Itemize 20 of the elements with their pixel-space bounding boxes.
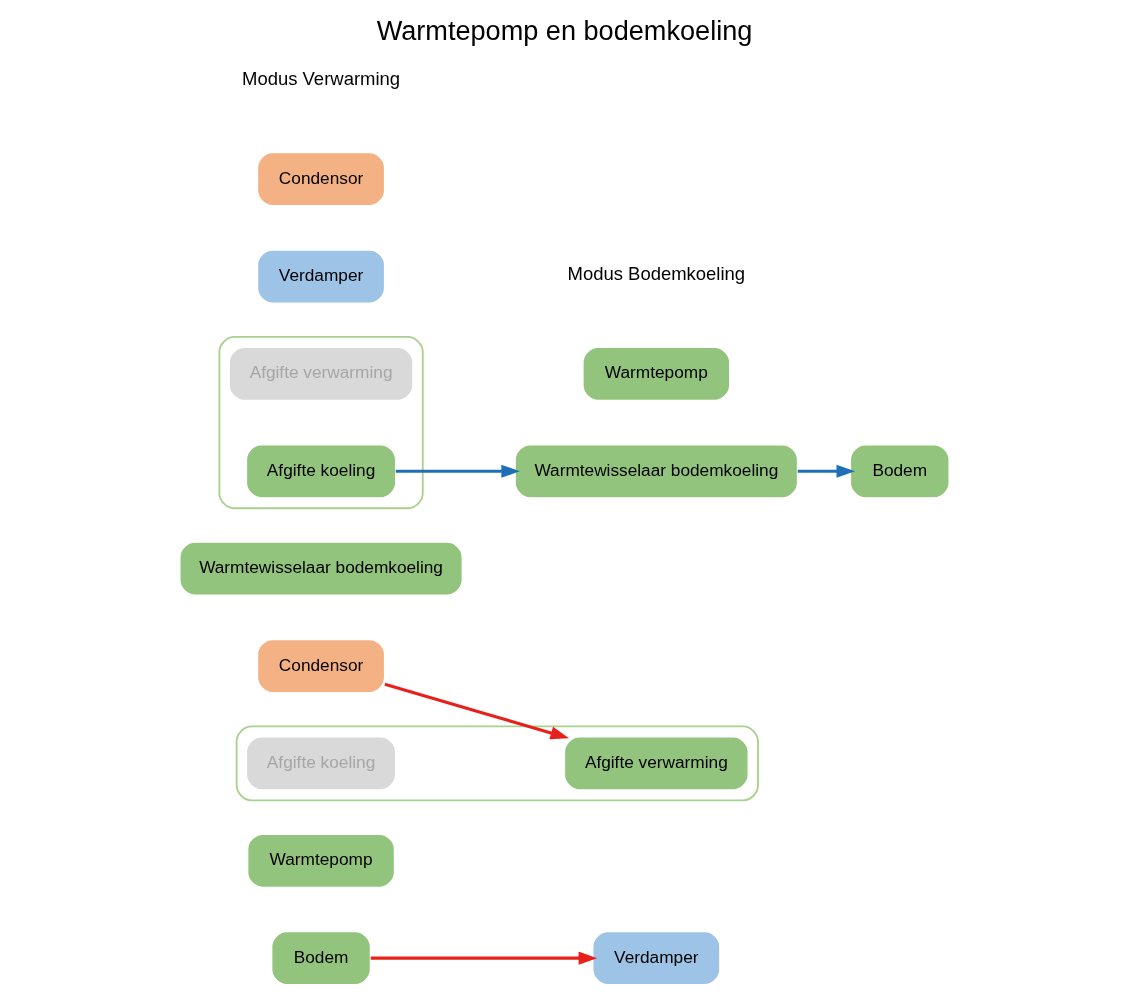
node-box: Warmtewisselaar bodemkoeling	[178, 541, 463, 596]
arrow	[383, 682, 569, 740]
diagram-title: Warmtepomp en bodemkoeling	[376, 14, 752, 46]
arrow	[797, 464, 855, 478]
node-box: Afgifte koeling	[245, 444, 396, 499]
node-box: Warmtepomp	[246, 833, 395, 888]
node-box: Condensor	[256, 638, 385, 694]
node-box: Bodem	[270, 931, 371, 986]
node-box: Warmtepomp	[581, 346, 730, 401]
node-box: Condensor	[256, 152, 385, 207]
node-box: Bodem	[849, 444, 950, 499]
arrow	[395, 464, 520, 478]
node-box: Afgifte verwarming	[563, 736, 749, 791]
node-box: Warmtewisselaar bodemkoeling	[514, 444, 798, 499]
arrow	[370, 951, 597, 965]
cluster	[217, 336, 424, 510]
node-box: Verdamper	[591, 931, 720, 986]
label: Modus Bodemkoeling	[567, 262, 745, 284]
node-box: Verdamper	[256, 249, 385, 304]
label: Modus Verwarming	[241, 67, 400, 89]
